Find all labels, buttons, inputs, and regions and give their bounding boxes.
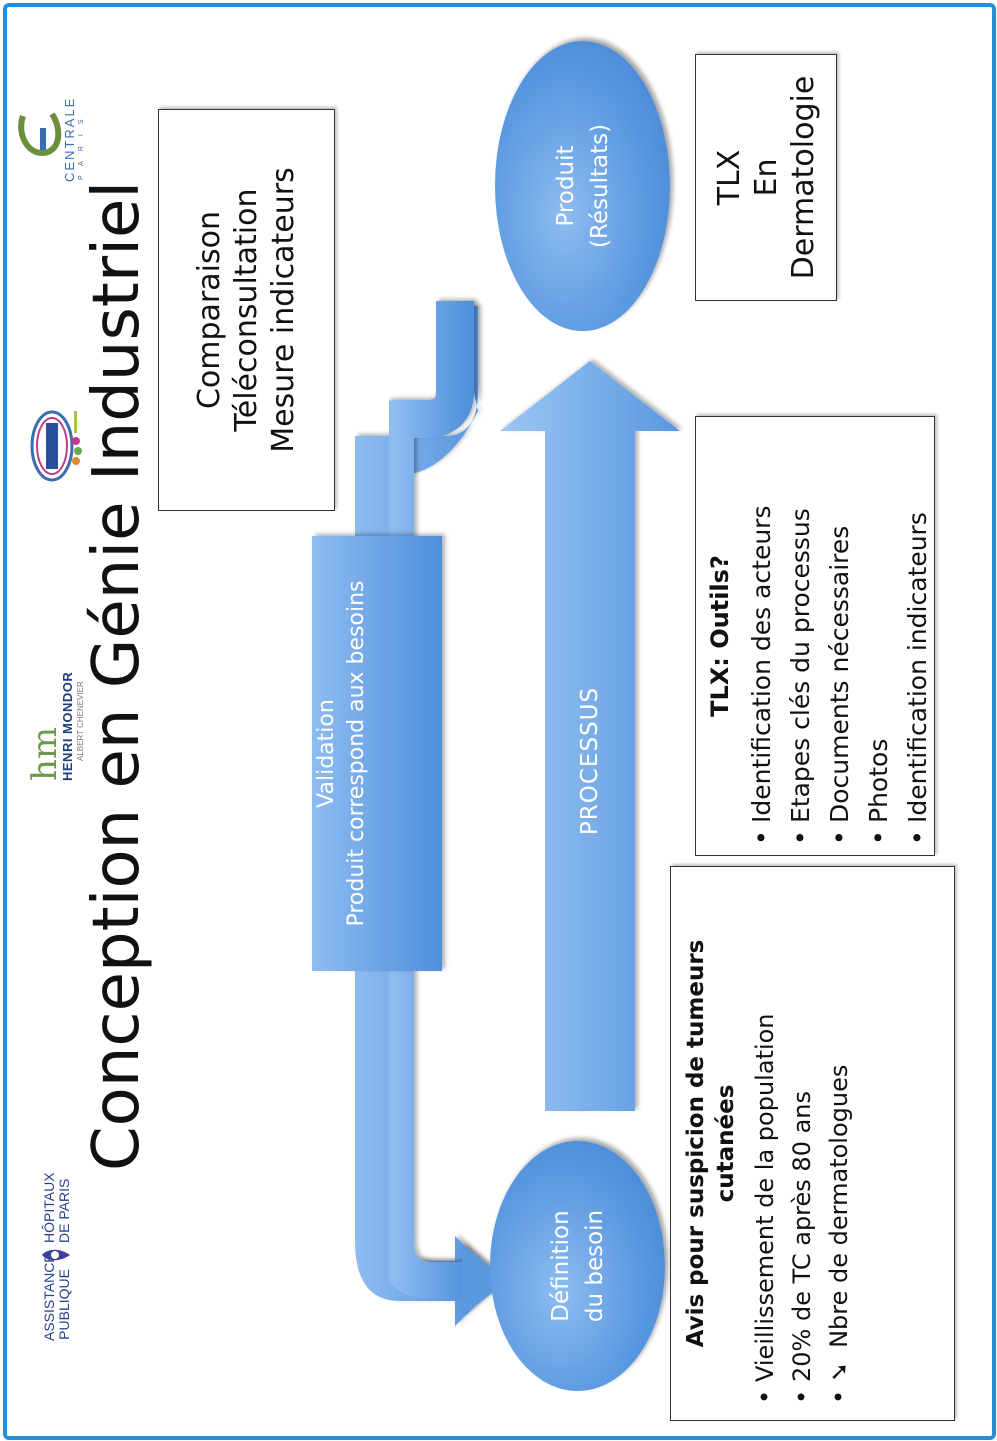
centrale-swoosh-icon bbox=[18, 112, 62, 156]
list-item: •Photos bbox=[864, 738, 893, 845]
tlx-dermatologie-box: TLX En Dermatologie bbox=[695, 54, 837, 301]
list-item: •Identification indicateurs bbox=[903, 512, 932, 845]
list-item: •➘Nbre de dermatologues bbox=[825, 1064, 853, 1404]
list-item: •Identification des acteurs bbox=[747, 505, 776, 845]
avis-box: Avis pour suspicion de tumeurs cutanées … bbox=[670, 866, 955, 1421]
list-item: •Etapes clés du processus bbox=[786, 508, 815, 845]
outils-box: TLX: Outils? •Identification des acteurs… bbox=[695, 416, 935, 856]
u-arrow-head bbox=[462, 1244, 508, 1316]
slide-frame bbox=[3, 3, 996, 1440]
validation-label: Validation Produit correspond aux besoin… bbox=[314, 580, 369, 927]
processus-arrow bbox=[500, 361, 680, 1111]
down-right-arrow-icon: ➘ bbox=[825, 1361, 853, 1382]
list-item: •20% de TC après 80 ans bbox=[788, 1090, 816, 1404]
university-logo-icon bbox=[30, 410, 82, 482]
list-item: •Vieillissement de la population bbox=[751, 1013, 779, 1404]
produit-node: Produit(Résultats) bbox=[495, 41, 670, 331]
avis-title: Avis pour suspicion de tumeurs cutanées bbox=[683, 939, 739, 1348]
list-item: •Documents nécessaires bbox=[825, 525, 854, 845]
validation-block bbox=[312, 536, 442, 971]
outils-list: •Identification des acteurs •Etapes clés… bbox=[742, 427, 937, 845]
centrale-logo: CENTRALE PARIS bbox=[18, 66, 88, 186]
avis-list: •Vieillissement de la population •20% de… bbox=[747, 883, 858, 1404]
aphp-emblem-icon bbox=[42, 1249, 70, 1261]
processus-label: PROCESSUS bbox=[577, 686, 603, 836]
outils-title: TLX: Outils? bbox=[706, 555, 734, 717]
comparaison-box: Comparaison Téléconsultation Mesure indi… bbox=[158, 109, 335, 511]
